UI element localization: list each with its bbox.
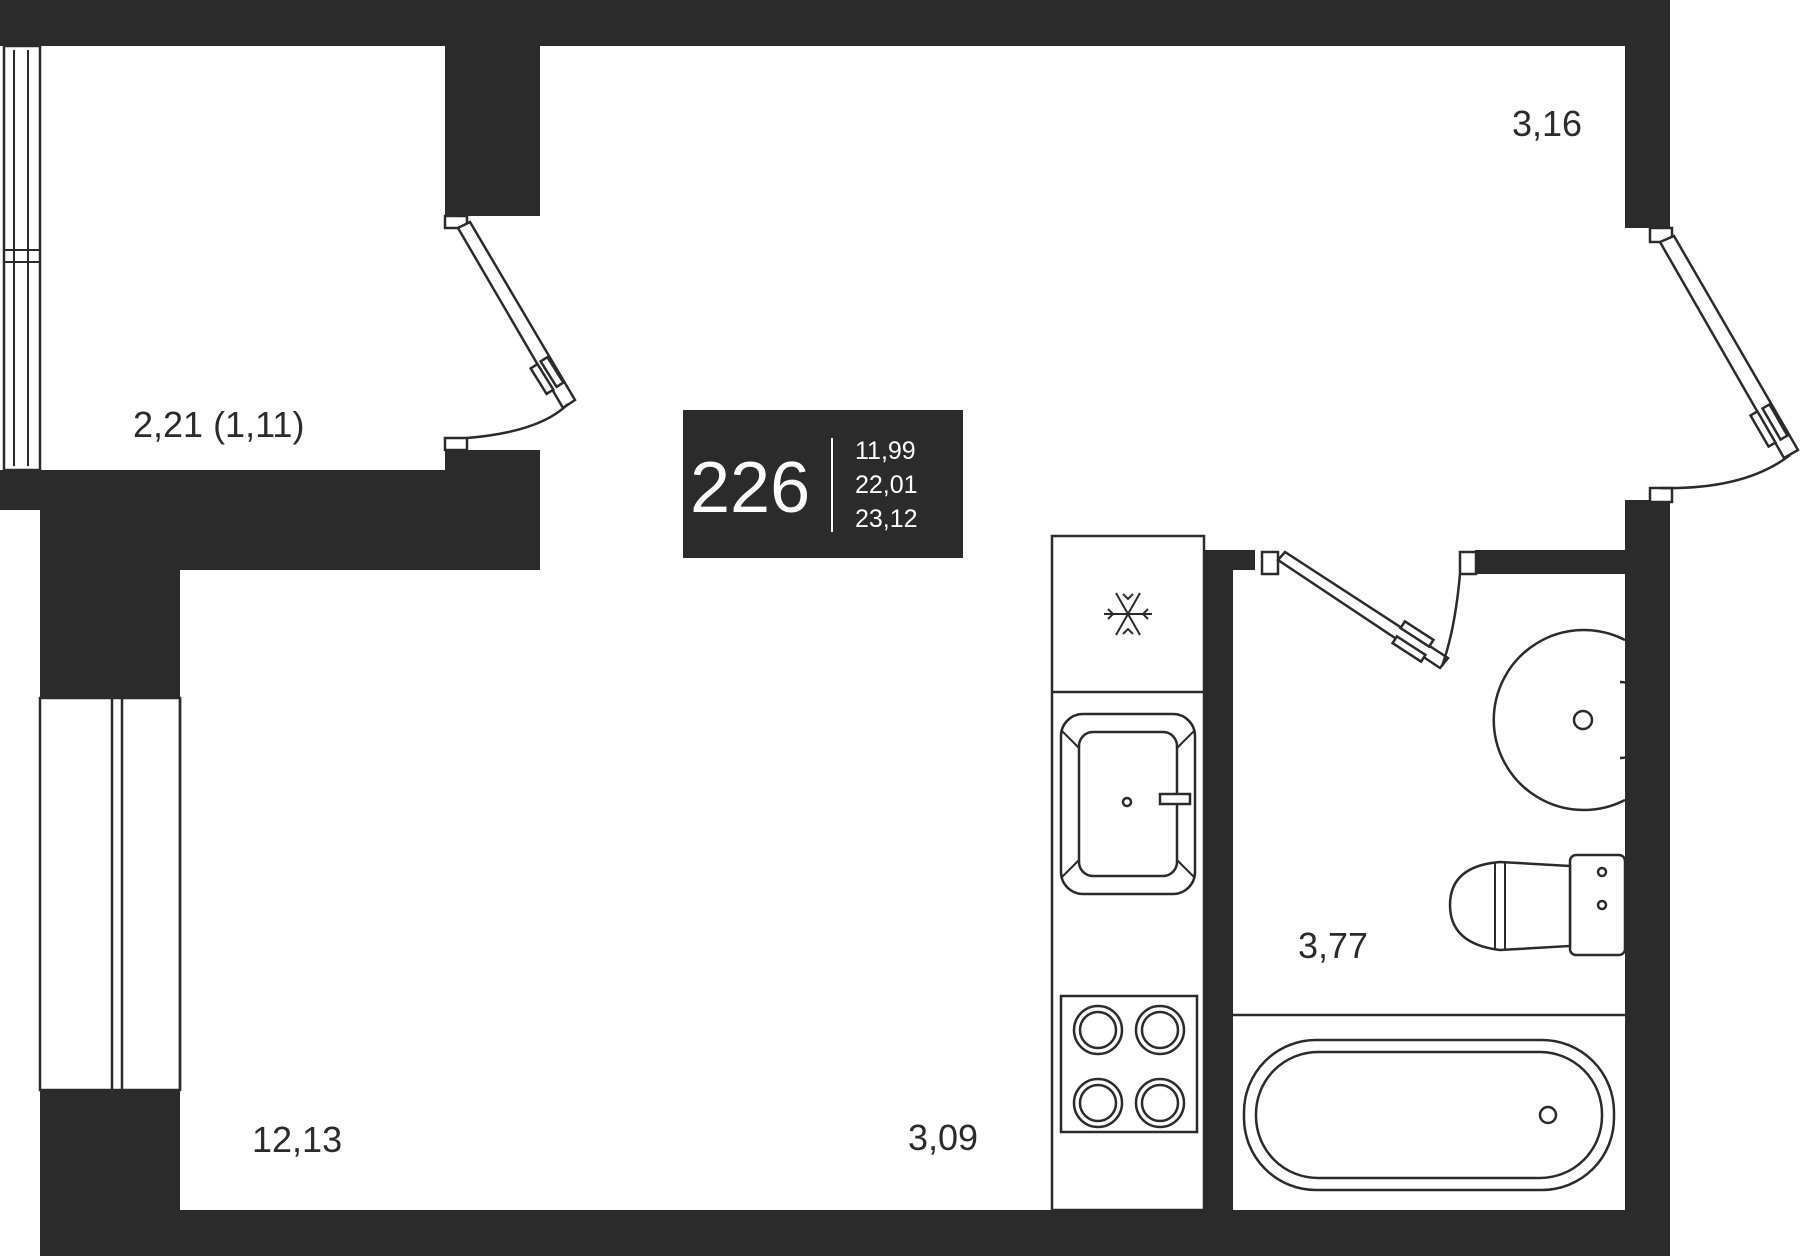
entrance-door <box>1648 226 1800 504</box>
room-labels: 2,21 (1,11) 3,16 12,13 3,09 3,77 <box>133 103 1582 1160</box>
living-room-window <box>38 696 182 1092</box>
balcony-glazing <box>2 44 42 472</box>
balcony-area-label: 2,21 (1,11) <box>133 404 304 445</box>
bathroom-area-label: 3,77 <box>1298 925 1368 966</box>
living-room-area-label: 12,13 <box>252 1119 342 1160</box>
balcony-door <box>443 214 577 452</box>
area-with-balcony: 23,12 <box>855 505 918 533</box>
toilet <box>1448 853 1627 957</box>
washbasin <box>1492 628 1652 812</box>
kitchen-counter <box>1050 534 1206 1212</box>
bathroom-fixtures <box>1233 628 1652 1192</box>
apartment-number: 226 <box>690 448 810 528</box>
walls <box>0 0 1670 1256</box>
snowflake-icon <box>1104 592 1152 636</box>
bathtub <box>1233 1013 1625 1192</box>
kitchen-sink <box>1059 712 1197 896</box>
area-living: 11,99 <box>855 437 916 465</box>
apartment-badge: 226 11,99 22,01 23,12 <box>683 410 963 558</box>
bathroom-door <box>1260 550 1478 670</box>
area-total: 22,01 <box>855 471 918 499</box>
stove <box>1059 994 1199 1134</box>
hall-area-label: 3,16 <box>1512 103 1582 144</box>
kitchen-area-label: 3,09 <box>908 1117 978 1158</box>
